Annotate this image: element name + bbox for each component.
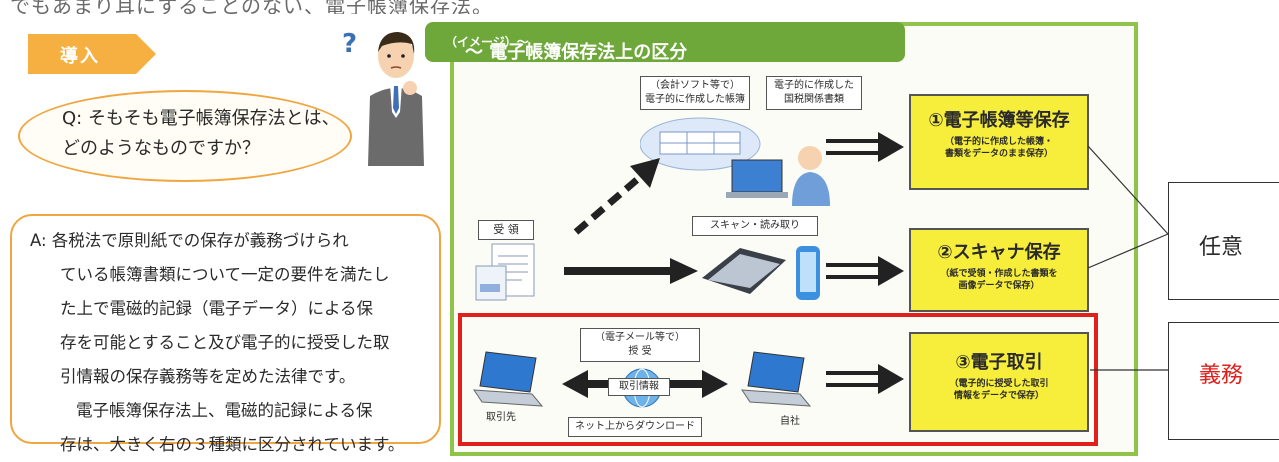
answer-line: た上で電磁的記録（電子データ）による保 (60, 299, 374, 318)
businessman-illustration: ? (338, 26, 438, 166)
box-sub: 情報をデータで保存） (953, 391, 1044, 401)
diagram-title-suffix: （イメージ）〜 (445, 35, 529, 49)
answer-line: 存は、大きく右の３種類に区分されています。 (60, 435, 405, 454)
scanner-illustration (702, 246, 820, 300)
label-line: 電子的に作成した帳簿 (645, 94, 745, 105)
label-download: ネット上からダウンロード (568, 417, 702, 437)
label-accounting-software: （会計ソフト等で） 電子的に作成した帳簿 (640, 76, 750, 110)
label-scan: スキャン・読み取り (692, 216, 818, 236)
box-heading: ①電子帳簿等保存 (928, 110, 1070, 131)
question-line-1: Q: そもそも電子帳簿保存法とは、 (62, 108, 340, 129)
label-receipt: 受 領 (478, 220, 534, 240)
label-line: 国税関係書類 (784, 94, 844, 105)
mandatory-box: 義務 (1168, 322, 1279, 440)
label-email: （電子メール等で） 授 受 (580, 328, 700, 362)
label-self: 自社 (780, 416, 800, 427)
box-scanner-storage: ②スキャナ保存 （紙で受領・作成した書類を 画像データで保存） (909, 228, 1089, 312)
label-tax-documents: 電子的に作成した 国税関係書類 (766, 76, 862, 110)
box-heading: ②スキャナ保存 (937, 242, 1061, 263)
double-arrow-1 (826, 132, 904, 162)
intro-label: 導入 (60, 46, 100, 67)
label-line: 電子的に作成した (774, 80, 854, 91)
label-line: （電子メール等で） (595, 332, 685, 343)
label-line: （会計ソフト等で） (650, 80, 740, 91)
optional-label: 任意 (1199, 235, 1244, 260)
answer-line: 電子帳簿保存法上、電磁的記録による保 (76, 401, 373, 420)
question-text: Q: そもそも電子帳簿保存法とは、 どのようなものですか？ (62, 104, 342, 164)
box-sub: （電子的に授受した取引 (949, 379, 1049, 389)
box-heading: ③電子取引 (955, 352, 1043, 373)
answer-text: A: 各税法で原則紙での保存が義務づけられ ている帳簿書類について一定の要件を満… (30, 224, 432, 462)
mandatory-highlight-box (458, 313, 1098, 446)
answer-line: ている帳簿書類について一定の要件を満たし (60, 265, 390, 284)
box-sub: （紙で受領・作成した書類を (940, 269, 1058, 279)
intro-banner: 導入 (28, 34, 158, 74)
bracket-lines (1088, 145, 1169, 371)
box-sub: （電子的に作成した帳簿・ (944, 137, 1053, 147)
box-sub: 書類をデータのまま保存） (944, 149, 1053, 159)
top-text: でもあまり耳にすることのない、電子帳簿保存法。 (10, 0, 493, 14)
diagram-title-bar: 〜 電子帳簿保存法上の区分 （イメージ）〜 (425, 22, 905, 63)
label-line: 授 受 (628, 346, 652, 357)
dashed-arrow (573, 158, 660, 235)
answer-line: A: 各税法で原則紙での保存が義務づけられ (30, 231, 349, 250)
mandatory-label: 義務 (1199, 363, 1244, 388)
own-laptop-icon (741, 351, 812, 407)
box-electronic-books: ①電子帳簿等保存 （電子的に作成した帳簿・ 書類をデータのまま保存） (909, 94, 1089, 190)
answer-line: 引情報の保存義務等を定めた法律です。 (60, 367, 356, 386)
box-electronic-transaction: ③電子取引 （電子的に授受した取引 情報をデータで保存） (909, 332, 1089, 432)
solid-arrow-scan (564, 258, 698, 284)
answer-box (10, 214, 441, 444)
electronic-creation-illustration (640, 117, 830, 206)
double-arrow-2 (826, 256, 904, 286)
top-cut-text: でもあまり耳にすることのない、電子帳簿保存法。 (0, 0, 640, 14)
optional-box: 任意 (1168, 182, 1279, 300)
label-partner: 取引先 (486, 412, 516, 423)
paper-documents-icon (475, 243, 535, 301)
label-trade-info: 取引情報 (608, 378, 670, 396)
diagram-title: 〜 電子帳簿保存法上の区分 (465, 42, 688, 63)
svg-text:?: ? (342, 29, 357, 59)
answer-line: 存を可能とすること及び電子的に授受した取 (60, 333, 390, 352)
question-bubble (18, 90, 352, 182)
question-line-2: どのようなものですか？ (62, 138, 260, 159)
box-sub: 画像データで保存） (958, 281, 1040, 291)
partner-laptop-icon (473, 351, 544, 407)
double-arrow-3 (826, 364, 904, 394)
